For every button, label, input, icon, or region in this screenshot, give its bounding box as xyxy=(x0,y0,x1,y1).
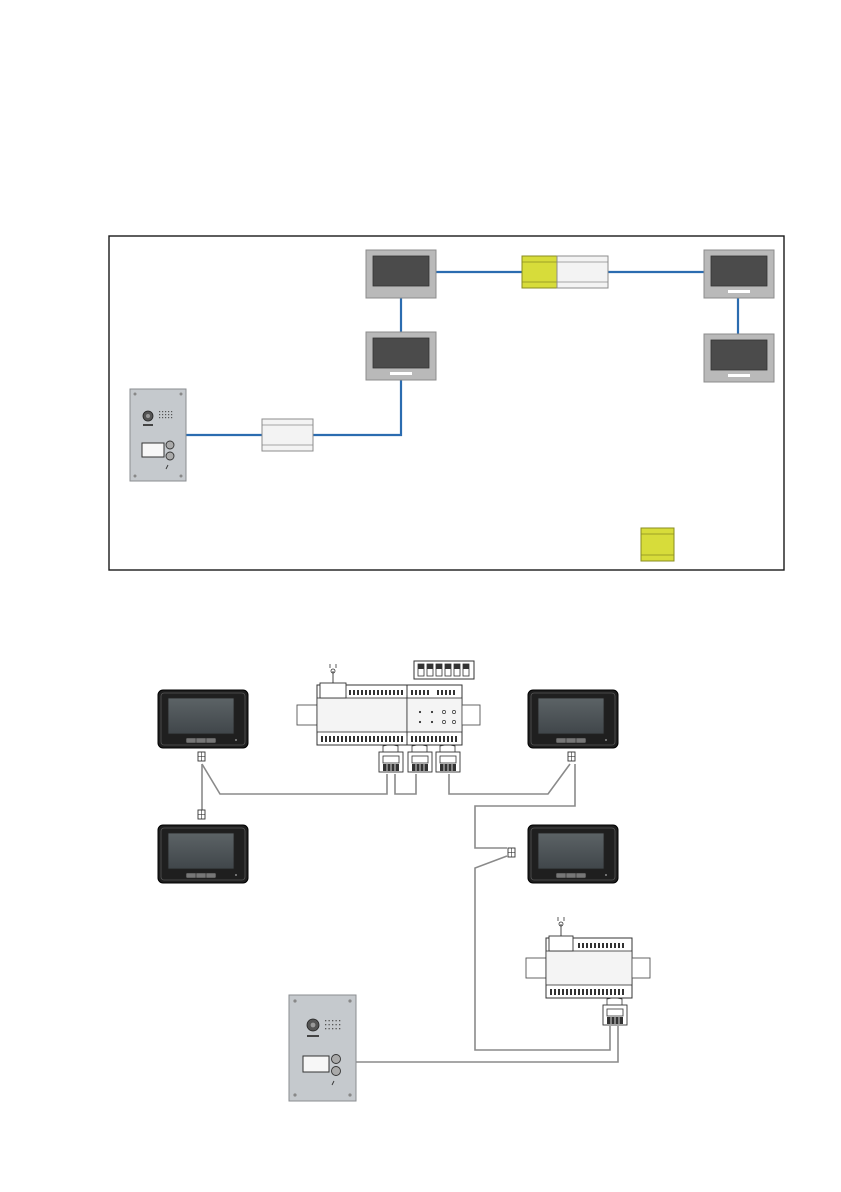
distributor-yellow xyxy=(522,256,557,288)
indoor-monitor-4 xyxy=(528,825,618,883)
outdoor-station xyxy=(289,995,356,1101)
connector-leads xyxy=(607,998,622,1005)
terminal-box xyxy=(508,848,515,857)
connector-block xyxy=(379,752,403,772)
indoor-monitor-1 xyxy=(158,690,248,748)
connector-block xyxy=(603,1005,627,1025)
monitor-c xyxy=(704,250,774,298)
spare-module xyxy=(641,528,674,561)
terminal-box xyxy=(198,810,205,819)
terminal-box xyxy=(198,752,205,761)
power-supply xyxy=(262,419,313,451)
din-distributor xyxy=(407,685,480,745)
schematic-frame xyxy=(109,236,784,570)
wiring-cables xyxy=(202,764,618,1062)
monitor-d xyxy=(704,334,774,382)
connector-block xyxy=(436,752,460,772)
distributor-grey xyxy=(557,256,608,288)
connector-leads xyxy=(383,745,455,752)
din-power-supply xyxy=(297,664,407,745)
door-station xyxy=(130,389,186,481)
monitor-a xyxy=(366,250,436,298)
dip-switch xyxy=(414,661,474,679)
connector-block xyxy=(408,752,432,772)
schematic-wires xyxy=(186,272,738,435)
din-power-supply-2 xyxy=(526,917,650,998)
terminal-box xyxy=(568,752,575,761)
indoor-monitor-3 xyxy=(528,690,618,748)
monitor-b xyxy=(366,332,436,380)
indoor-monitor-2 xyxy=(158,825,248,883)
